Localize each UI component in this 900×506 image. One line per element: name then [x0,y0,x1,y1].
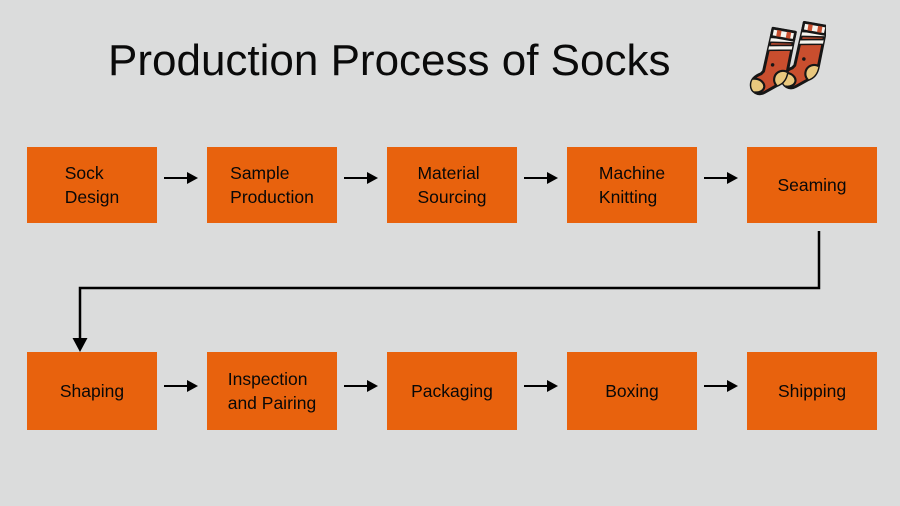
arrow-head-icon [187,171,198,184]
flow-box-label: Packaging [411,380,493,401]
arrow-shaft [164,384,188,388]
flow-box-label: Sock Design [64,162,120,208]
right-arrow [164,379,198,393]
arrow-head-icon [367,171,378,184]
arrow-shaft [524,384,548,388]
arrow-shaft [704,176,728,180]
flow-box-label: Shaping [59,380,125,401]
right-arrow [164,171,198,185]
arrow-head-icon [547,379,558,392]
flow-box-label: Sample Production [230,162,314,208]
diagram-title: Production Process of Socks [108,36,671,85]
right-arrow [524,171,558,185]
flow-box-shaping: Shaping [27,352,157,430]
flow-box-label: Machine Knitting [598,162,666,208]
flow-box-material-sourcing: Material Sourcing [387,147,517,223]
flow-box-shipping: Shipping [747,352,877,430]
flow-box-label: Material Sourcing [417,162,487,208]
right-arrow [524,379,558,393]
arrow-head-icon [72,338,88,352]
arrow-shaft [344,176,368,180]
arrow-shaft [164,176,188,180]
flow-box-label: Shipping [777,380,847,401]
right-arrow [704,379,738,393]
right-arrow [344,379,378,393]
arrow-shaft [704,384,728,388]
arrow-head-icon [187,379,198,392]
flow-box-machine-knitting: Machine Knitting [567,147,697,223]
arrow-shaft [524,176,548,180]
arrow-shaft [344,384,368,388]
flow-box-packaging: Packaging [387,352,517,430]
right-arrow [704,171,738,185]
arrow-head-icon [727,379,738,392]
flow-box-label: Boxing [605,380,659,401]
flow-box-label: Inspection and Pairing [227,368,317,414]
flow-box-sock-design: Sock Design [27,147,157,223]
flow-box-boxing: Boxing [567,352,697,430]
flow-box-seaming: Seaming [747,147,877,223]
flow-box-label: Seaming [777,174,847,195]
arrow-head-icon [367,379,378,392]
arrow-head-icon [547,171,558,184]
socks-icon [744,16,826,108]
arrow-head-icon [727,171,738,184]
flow-box-inspection-pairing: Inspection and Pairing [207,352,337,430]
flow-box-sample-production: Sample Production [207,147,337,223]
right-arrow [344,171,378,185]
